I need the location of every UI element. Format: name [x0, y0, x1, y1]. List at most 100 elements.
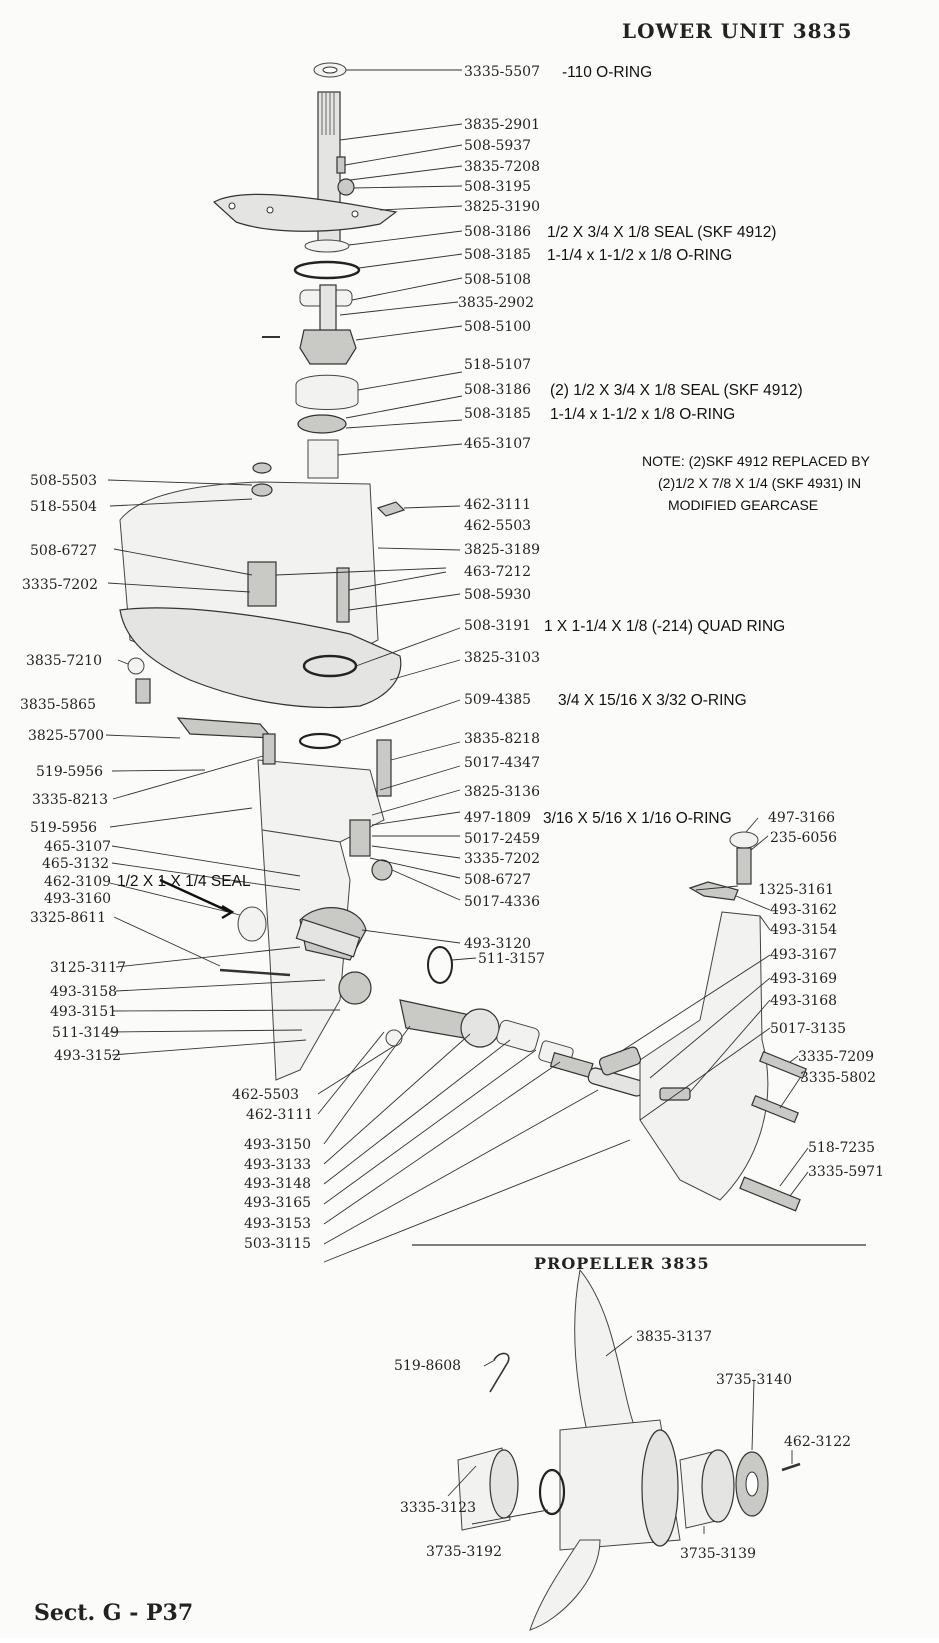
skeg [639, 911, 769, 1201]
part-number: 462-3109 [44, 874, 111, 890]
part-number: 3335-3123 [400, 1500, 476, 1516]
o-ring-mid [298, 732, 342, 750]
part-number: 508-5503 [30, 473, 97, 489]
seal-callout-part [237, 906, 267, 942]
part-number: 3335-7209 [798, 1049, 874, 1065]
part-number: 493-3160 [44, 891, 111, 907]
part-number: 511-3149 [52, 1025, 119, 1041]
part-number: 5017-2459 [464, 831, 540, 847]
leader-lines [105, 69, 809, 1534]
part-number: 493-3168 [770, 993, 837, 1009]
part-number: 462-3122 [784, 1434, 851, 1450]
part-number: 465-3107 [44, 839, 111, 855]
part-number: 235-6056 [770, 830, 837, 846]
forward-gear [338, 971, 372, 1005]
note-line-1: NOTE: (2)SKF 4912 REPLACED BY [642, 453, 871, 469]
o-ring-shaft [427, 946, 453, 984]
pin [336, 156, 346, 174]
part-number: 493-3154 [770, 922, 837, 938]
part-number: 509-4385 [464, 692, 531, 708]
shift-pin [219, 968, 291, 977]
gearcase-skeg-body [261, 829, 351, 1081]
part-number: 497-1809 [464, 810, 531, 826]
propeller-part-labels: 3835-3137 519-8608 3735-3140 462-3122 33… [394, 1329, 851, 1562]
screw-lower [739, 1176, 801, 1212]
part-description: 1 X 1-1/4 X 1/8 (-214) QUAD RING [544, 618, 785, 635]
part-number: 519-5956 [30, 820, 97, 836]
seal-upper [304, 239, 350, 253]
section-footer: Sect. G - P37 [34, 1600, 193, 1626]
right-part-labels: 3335-5507 -110 O-RING 3835-2901 508-5937… [458, 64, 803, 967]
part-number: 508-6727 [464, 872, 531, 888]
part-number: 493-3165 [244, 1195, 311, 1211]
part-number: 3825-3189 [464, 542, 540, 558]
part-number: 3125-3117 [50, 960, 126, 976]
part-description: 1/2 X 3/4 X 1/8 SEAL (SKF 4912) [547, 224, 776, 241]
bolt [336, 567, 350, 623]
skeg-part-labels: 497-3166 235-6056 1325-3161 493-3162 493… [758, 810, 884, 1180]
washer [538, 1468, 566, 1516]
water-pump-impeller [299, 329, 357, 365]
part-number: 3835-3137 [636, 1329, 712, 1345]
spring [337, 178, 355, 196]
part-number: 3335-8213 [32, 792, 108, 808]
part-number: 462-3111 [246, 1107, 313, 1123]
cotter-pin [781, 1462, 801, 1472]
propeller-drawing [457, 1268, 801, 1631]
spring-pin [376, 739, 392, 797]
part-number: 3835-7208 [464, 159, 540, 175]
part-number: 508-5108 [464, 272, 531, 288]
part-number: 3825-3103 [464, 650, 540, 666]
part-description: (2) 1/2 X 3/4 X 1/8 SEAL (SKF 4912) [550, 382, 803, 399]
part-number: 519-8608 [394, 1358, 461, 1374]
part-number: 3825-5700 [28, 728, 104, 744]
driveshaft-assembly-drawing [212, 62, 398, 479]
bottom-part-labels: 462-5503 462-3111 493-3150 493-3133 493-… [232, 1087, 313, 1252]
part-number: 518-5504 [30, 499, 97, 515]
part-number: 5017-4336 [464, 894, 540, 910]
part-number: 503-3115 [244, 1236, 311, 1252]
part-description: 3/16 X 5/16 X 1/16 O-RING [543, 810, 732, 827]
part-number: 3835-5865 [20, 697, 96, 713]
part-number: 508-3186 [464, 382, 531, 398]
water-tube-fitting [247, 561, 277, 607]
part-description: 1-1/4 x 1-1/2 x 1/8 O-RING [550, 406, 735, 423]
part-number: 508-3185 [464, 406, 531, 422]
part-number: 3735-3140 [716, 1372, 792, 1388]
note-line-2: (2)1/2 X 7/8 X 1/4 (SKF 4931) IN [658, 475, 861, 491]
cover-plate [212, 193, 398, 232]
part-number: 3335-7202 [464, 851, 540, 867]
diagram-title: LOWER UNIT 3835 [622, 19, 852, 43]
part-number: 518-7235 [808, 1140, 875, 1156]
part-number: 493-3153 [244, 1216, 311, 1232]
screw-upper [759, 1050, 807, 1080]
part-number: 1325-3161 [758, 882, 834, 898]
part-number: 508-3191 [464, 618, 531, 634]
tab-screw [262, 733, 276, 765]
part-number: 508-5100 [464, 319, 531, 335]
gearcase-drawing [119, 462, 645, 1097]
skeg-drawing [598, 831, 807, 1212]
part-number: 3835-2902 [458, 295, 534, 311]
part-number: 508-6727 [30, 543, 97, 559]
trim-tab [176, 717, 274, 739]
note-line-3: MODIFIED GEARCASE [668, 497, 818, 513]
propeller-title: PROPELLER 3835 [534, 1254, 710, 1273]
part-number: 3335-5971 [808, 1164, 884, 1180]
propeller-bore [641, 1429, 679, 1547]
anti-cavitation-plate [119, 607, 402, 709]
part-number: 493-3148 [244, 1176, 311, 1192]
part-number: 3325-8611 [30, 910, 106, 926]
propeller-blade-lower [529, 1539, 601, 1631]
part-number: 493-3169 [770, 971, 837, 987]
screw-left [135, 678, 151, 704]
seal-callout-arrow [159, 878, 231, 914]
part-description: 1-1/4 x 1-1/2 x 1/8 O-RING [547, 247, 732, 264]
propeller-shaft-bearing [295, 918, 361, 958]
part-number: 508-5937 [464, 138, 531, 154]
part-number: 3825-3136 [464, 784, 540, 800]
bearing [307, 439, 339, 479]
part-number: 3825-3190 [464, 199, 540, 215]
